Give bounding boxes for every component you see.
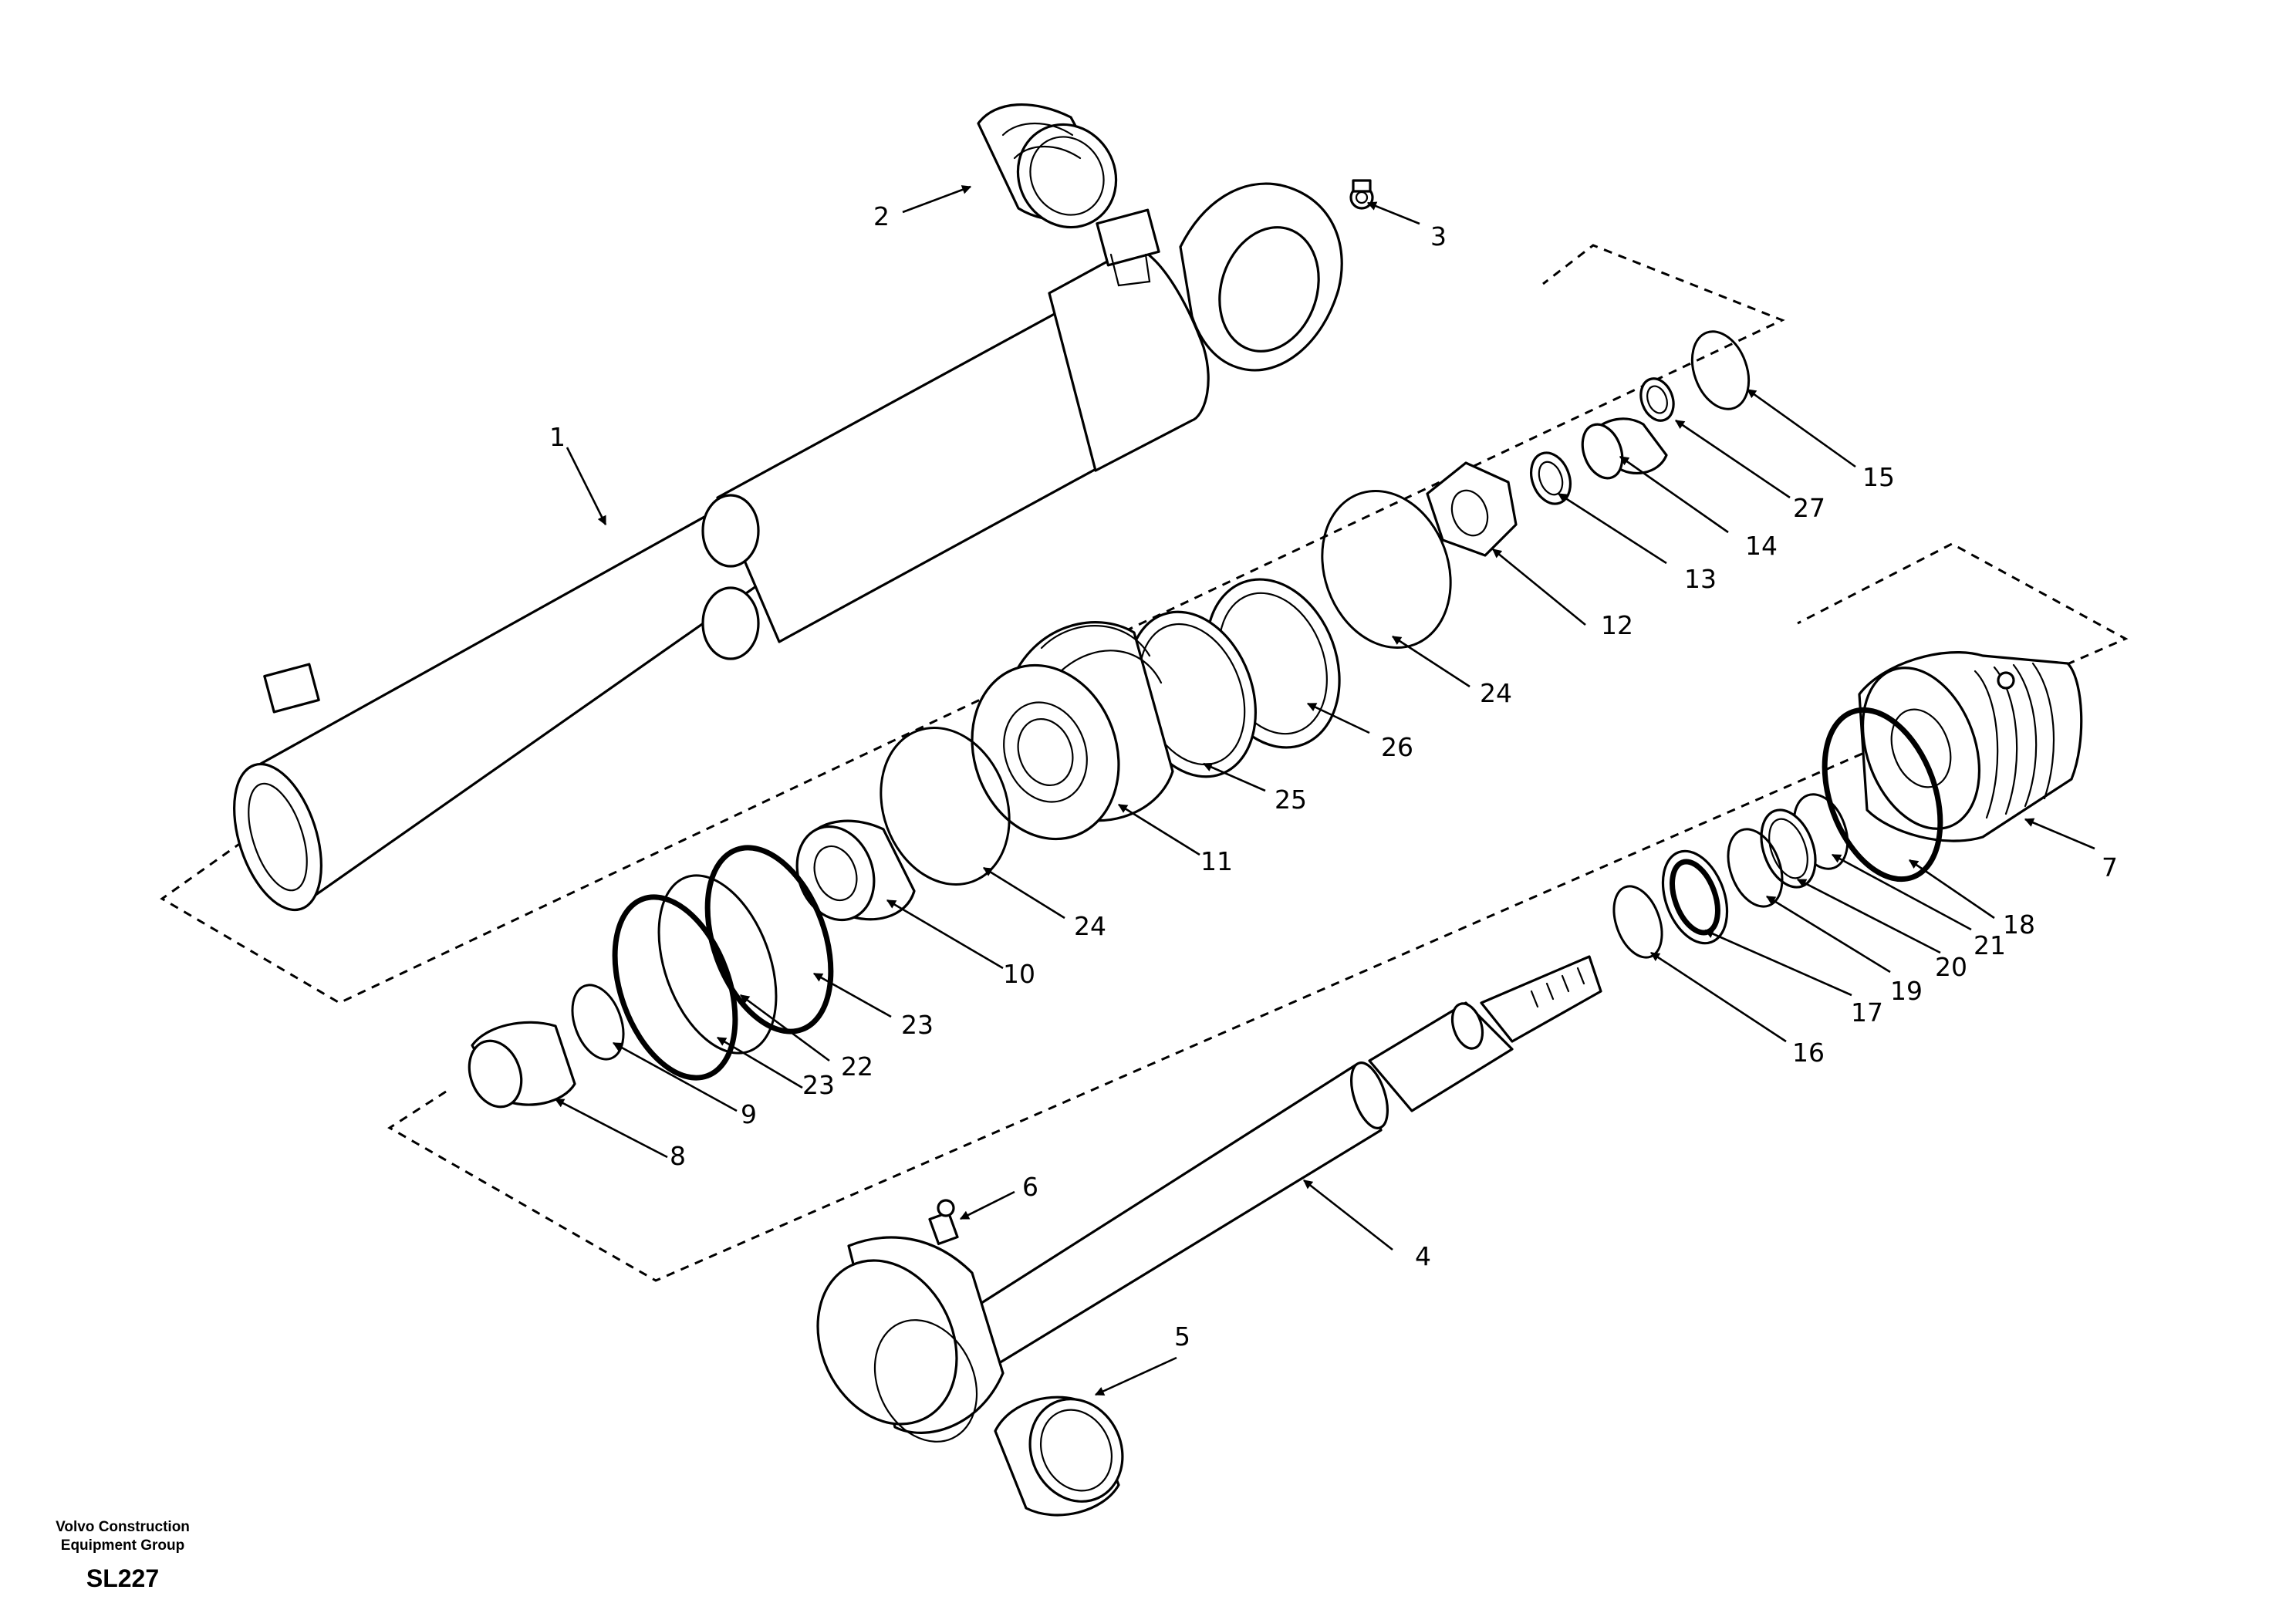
callout-6: 6 [1022,1172,1038,1202]
callout-5: 5 [1174,1321,1190,1352]
leader-lines [554,185,2095,1396]
callout-19: 19 [1890,976,1923,1006]
part-cushion-ring-10 [795,819,916,922]
callout-15: 15 [1862,462,1895,492]
callout-23-lower: 23 [802,1070,835,1100]
callout-26: 26 [1381,732,1413,762]
callout-8: 8 [670,1141,686,1171]
callout-9: 9 [741,1099,757,1129]
part-snap-ring-9 [571,984,625,1061]
part-ring-18 [1822,707,1943,883]
callout-7: 7 [2102,852,2118,883]
callout-24-upper: 24 [1480,678,1512,708]
part-rod-guide [1858,651,2083,842]
callout-24-lower: 24 [1074,911,1106,941]
callout-3: 3 [1430,221,1447,251]
callout-23-upper: 23 [901,1010,934,1040]
callout-27: 27 [1793,493,1825,523]
part-bushing-top [977,103,1118,229]
callout-11: 11 [1200,846,1233,876]
part-piston [971,621,1174,841]
part-seal-17 [1661,849,1729,945]
part-ring-23-lower [612,894,738,1081]
part-ring-27 [1639,377,1675,422]
callout-labels: 1 2 3 4 5 6 7 8 9 10 11 12 13 14 15 16 1… [549,201,2118,1352]
part-nut [1426,461,1518,557]
part-ring-19 [1727,828,1784,908]
callout-21: 21 [1974,930,2006,960]
part-spacer-13 [1530,451,1572,505]
part-collar-14 [1581,417,1668,480]
callout-2: 2 [873,201,890,231]
title-block: Volvo Construction Equipment Group SL227 [26,1518,219,1593]
callout-16: 16 [1792,1038,1825,1068]
callout-18: 18 [2003,910,2035,940]
part-ring-23-upper [704,845,834,1034]
part-ring-20 [1760,808,1817,889]
callout-4: 4 [1415,1241,1431,1271]
part-o-ring-24-lower [880,727,1011,886]
part-cylinder-tube [233,182,1343,912]
callout-1: 1 [549,422,566,452]
callout-17: 17 [1851,997,1883,1028]
callout-12: 12 [1601,610,1633,640]
part-bushing-bottom [994,1396,1124,1517]
part-ring-22 [657,874,778,1055]
callout-10: 10 [1003,959,1035,989]
callout-25: 25 [1275,785,1307,815]
part-o-ring-24-upper [1321,490,1452,649]
callout-22: 22 [841,1051,873,1082]
drawing-code: SL227 [86,1564,160,1592]
part-snap-ring-16 [1612,885,1663,959]
company-name-line-1: Volvo Construction [56,1519,190,1535]
callout-14: 14 [1745,531,1778,561]
callout-20: 20 [1935,952,1967,982]
callout-13: 13 [1684,564,1717,594]
part-piston-rod [816,955,1602,1443]
part-bushing-8 [468,1021,576,1109]
part-snap-ring-15 [1690,330,1751,410]
company-name-line-2: Equipment Group [60,1537,185,1554]
part-grease-nipple-bottom [928,1199,959,1246]
